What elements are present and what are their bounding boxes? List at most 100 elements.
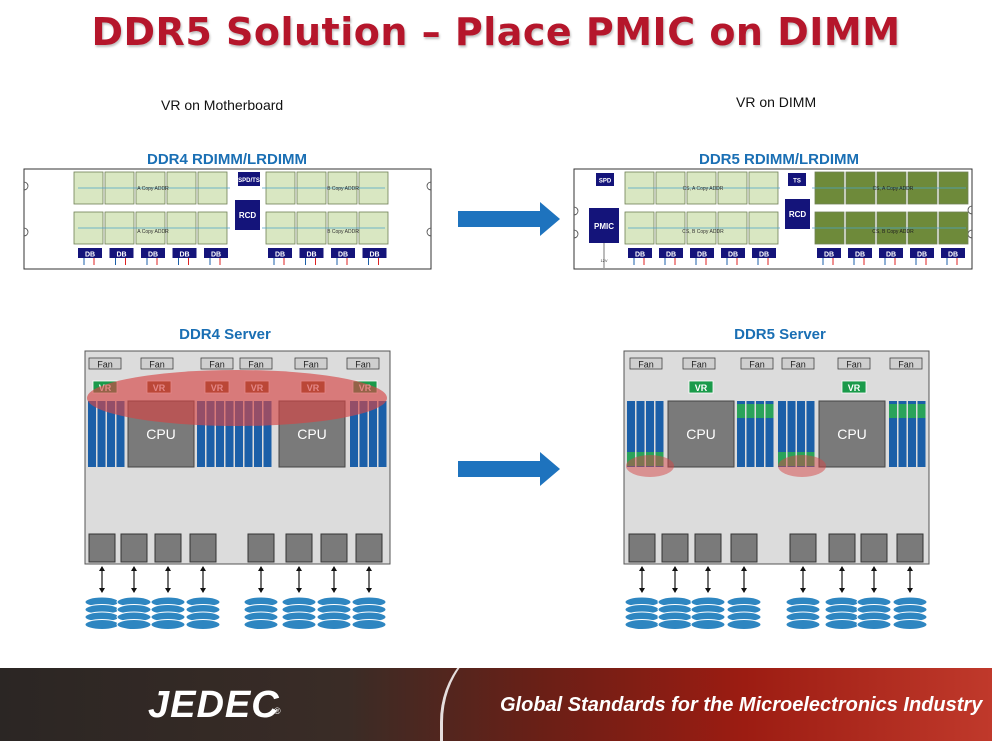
ddr5_server-dimm-slot xyxy=(636,401,645,467)
ddr5-db-label: DB xyxy=(855,252,865,259)
ddr5-rcd-chip xyxy=(785,199,810,229)
ddr4_server-link-head xyxy=(331,588,337,593)
ddr5_server-link-head xyxy=(839,588,845,593)
ddr5_server-disk xyxy=(856,619,892,630)
ddr5_server-dimm-pmic xyxy=(627,452,635,466)
ddr5_server-disk xyxy=(824,619,860,630)
ddr4_server-fan xyxy=(294,357,328,370)
ddr4_server-fan xyxy=(88,357,122,370)
ddr5-db-label: DB xyxy=(635,252,645,259)
ddr4-db-label: DB xyxy=(211,252,221,259)
ddr4_server-link-head xyxy=(258,588,264,593)
ddr5_server-link-head xyxy=(871,566,877,571)
ddr4_server-link-head xyxy=(99,566,105,571)
ddr4_server-link-head xyxy=(131,588,137,593)
ddr5_server-dimm-pmic xyxy=(908,404,916,418)
ddr5_server-disk xyxy=(726,619,762,630)
ddr4_server-fan-label: Fan xyxy=(303,360,319,370)
ddr5_server-controller xyxy=(896,533,924,563)
ddr5_server-dimm-slot xyxy=(889,401,897,467)
ddr5-db xyxy=(910,248,934,258)
ddr5_server-dimm-slot xyxy=(787,401,796,467)
ddr5-db xyxy=(628,248,652,258)
ddr4-db-label: DB xyxy=(369,252,379,259)
ddr5-db-label: DB xyxy=(759,252,769,259)
ddr4-dimm-notch xyxy=(426,227,432,237)
ddr4_server-dimm-slot xyxy=(254,401,262,467)
footer-tagline: Global Standards for the Microelectronic… xyxy=(500,694,983,716)
ddr5_server-fan-label: Fan xyxy=(898,360,914,370)
ddr4_server-link-head xyxy=(131,566,137,571)
ddr5-spd-label: SPD xyxy=(599,179,612,185)
ddr4-dimm-heading: DDR4 RDIMM/LRDIMM xyxy=(147,151,307,168)
dimm-transition-arrow xyxy=(458,202,560,236)
ddr5-db xyxy=(817,248,841,258)
ddr5_server-fan xyxy=(781,357,815,370)
ddr5-db xyxy=(941,248,965,258)
ddr5-addr-label: CS, A Copy ADDR xyxy=(873,186,914,192)
slide-title: DDR5 Solution – Place PMIC on DIMM xyxy=(91,10,901,54)
ddr5_server-link-head xyxy=(800,566,806,571)
ddr4-db xyxy=(109,248,134,258)
ddr5_server-dimm-slot xyxy=(756,401,764,467)
ddr5_server-controller xyxy=(789,533,817,563)
ddr4-db xyxy=(204,248,228,258)
ddr4_server-dimm-slot xyxy=(197,401,205,467)
ddr4-db xyxy=(141,248,165,258)
ddr5-pmic-chip xyxy=(589,208,619,243)
ddr5_server-dimm-pmic xyxy=(737,404,745,418)
ddr5-db xyxy=(879,248,903,258)
ddr4_server-dimm-slot xyxy=(97,401,106,467)
ddr5_server-disk xyxy=(785,619,821,630)
ddr4_server-fan-label: Fan xyxy=(97,360,113,370)
ddr4-addr-label: A Copy ADDR xyxy=(137,229,169,235)
ddr5_server-dimm-pmic xyxy=(746,404,755,418)
ddr4_server-controller xyxy=(247,533,275,563)
ddr5_server-dimm-slot xyxy=(655,401,664,467)
ddr4_server-fan xyxy=(346,357,380,370)
ddr5_server-controller xyxy=(860,533,888,563)
ddr5_server-vr xyxy=(688,380,714,394)
ddr5-db xyxy=(848,248,872,258)
ddr5_server-link-head xyxy=(705,588,711,593)
server-transition-arrow xyxy=(458,452,560,486)
ddr5_server-dimm-slot xyxy=(765,401,774,467)
ddr5_server-controller xyxy=(828,533,856,563)
ddr4-rcd-label: RCD xyxy=(239,211,257,220)
ddr4-db-label: DB xyxy=(148,252,158,259)
ddr5_server-link-head xyxy=(907,566,913,571)
ddr5_server-dimm-pmic xyxy=(765,404,774,418)
ddr5_server-fan xyxy=(837,357,871,370)
ddr4_server-controller xyxy=(320,533,348,563)
ddr4_server-disk xyxy=(351,619,387,630)
ddr5_server-fan xyxy=(682,357,716,370)
ddr5_server-controller xyxy=(730,533,758,563)
ddr4_server-dimm-slot xyxy=(216,401,224,467)
ddr4_server-link-head xyxy=(296,566,302,571)
ddr4_server-link-head xyxy=(200,588,206,593)
ddr5_server-fan-label: Fan xyxy=(691,360,707,370)
ddr4_server-dimm-slot xyxy=(378,401,387,467)
ddr5-db xyxy=(721,248,745,258)
ddr4_server-link-head xyxy=(366,566,372,571)
ddr4-dimm-notch xyxy=(23,227,29,237)
ddr4_server-fan-label: Fan xyxy=(248,360,264,370)
ddr5-db xyxy=(690,248,714,258)
ddr5_server-fan xyxy=(889,357,923,370)
ddr4_server-dimm-slot xyxy=(116,401,125,467)
ddr4_server-fan xyxy=(239,357,273,370)
ddr4_server-link-head xyxy=(258,566,264,571)
ddr4_server-controller xyxy=(154,533,182,563)
ddr4_server-fan-label: Fan xyxy=(149,360,165,370)
ddr4-db xyxy=(172,248,197,258)
ddr5_server-cpu-label: CPU xyxy=(837,426,867,442)
ddr5_server-dimm-slot xyxy=(646,401,654,467)
ddr5_server-highlight xyxy=(778,455,826,477)
ddr4-db xyxy=(331,248,355,258)
ddr4-addr-label: B Copy ADDR xyxy=(327,229,359,235)
ddr5-addr-label: CS, B Copy ADDR xyxy=(872,229,914,235)
ddr4_server-controller xyxy=(120,533,148,563)
ddr5_server-dimm-slot xyxy=(737,401,745,467)
ddr5_server-highlight xyxy=(626,455,674,477)
